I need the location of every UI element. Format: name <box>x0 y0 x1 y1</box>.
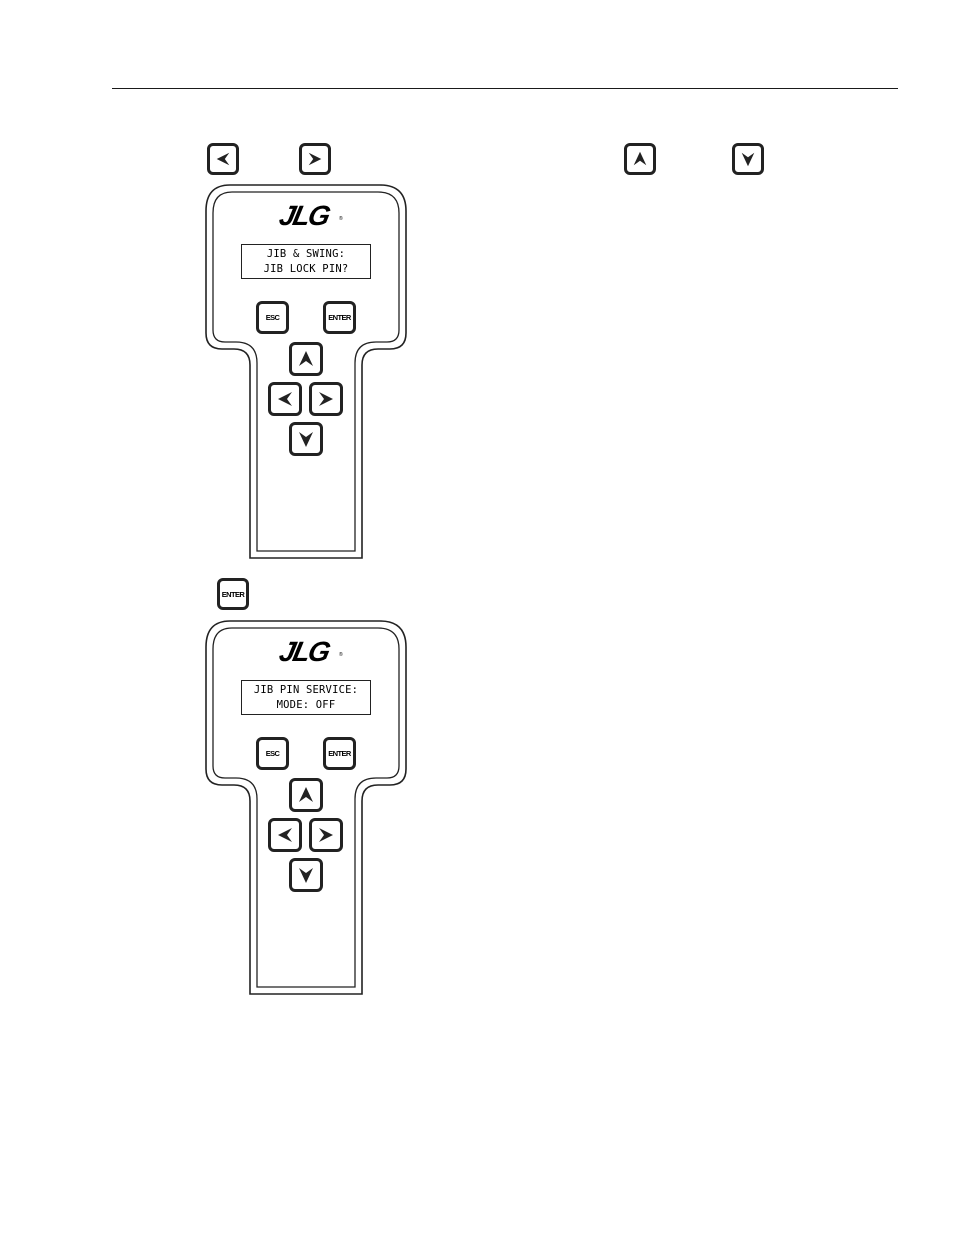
down-arrow-icon <box>296 865 316 885</box>
esc-label: ESC <box>266 749 280 758</box>
down-arrow-icon <box>296 429 316 449</box>
up-arrow-icon <box>296 349 316 369</box>
registered-mark: ® <box>339 216 343 222</box>
header-rule <box>112 88 898 89</box>
up-arrow-key-icon <box>624 143 656 175</box>
esc-button[interactable]: ESC <box>256 737 289 770</box>
analyzer-2: JLG ® JIB PIN SERVICE: MODE: OFF ESC ENT… <box>200 619 410 999</box>
right-arrow-button[interactable] <box>309 382 343 416</box>
left-arrow-icon <box>275 389 295 409</box>
enter-label: ENTER <box>328 749 350 758</box>
down-arrow-button[interactable] <box>289 422 323 456</box>
jlg-logo: JLG <box>261 201 347 231</box>
up-arrow-button[interactable] <box>289 342 323 376</box>
enter-button[interactable]: ENTER <box>323 737 356 770</box>
esc-label: ESC <box>266 313 280 322</box>
esc-button[interactable]: ESC <box>256 301 289 334</box>
analyzer-1: JLG ® JIB & SWING: JIB LOCK PIN? ESC ENT… <box>200 183 410 563</box>
enter-label: ENTER <box>328 313 350 322</box>
jlg-logo: JLG <box>261 637 347 667</box>
lcd-display: JIB PIN SERVICE: MODE: OFF <box>241 680 371 715</box>
display-line-1: JIB & SWING: <box>242 247 370 262</box>
down-arrow-button[interactable] <box>289 858 323 892</box>
right-arrow-button[interactable] <box>309 818 343 852</box>
right-arrow-icon <box>316 389 336 409</box>
up-arrow-icon <box>296 785 316 805</box>
lcd-display: JIB & SWING: JIB LOCK PIN? <box>241 244 371 279</box>
display-line-1: JIB PIN SERVICE: <box>242 683 370 698</box>
down-arrow-key-icon <box>732 143 764 175</box>
enter-key-label: ENTER <box>222 590 244 599</box>
right-arrow-icon <box>316 825 336 845</box>
registered-mark: ® <box>339 652 343 658</box>
left-arrow-icon <box>275 825 295 845</box>
up-arrow-button[interactable] <box>289 778 323 812</box>
enter-key-icon: ENTER <box>217 578 249 610</box>
left-arrow-key-icon <box>207 143 239 175</box>
right-arrow-key-icon <box>299 143 331 175</box>
left-arrow-button[interactable] <box>268 818 302 852</box>
display-line-2: MODE: OFF <box>242 698 370 713</box>
enter-button[interactable]: ENTER <box>323 301 356 334</box>
display-line-2: JIB LOCK PIN? <box>242 262 370 277</box>
left-arrow-button[interactable] <box>268 382 302 416</box>
